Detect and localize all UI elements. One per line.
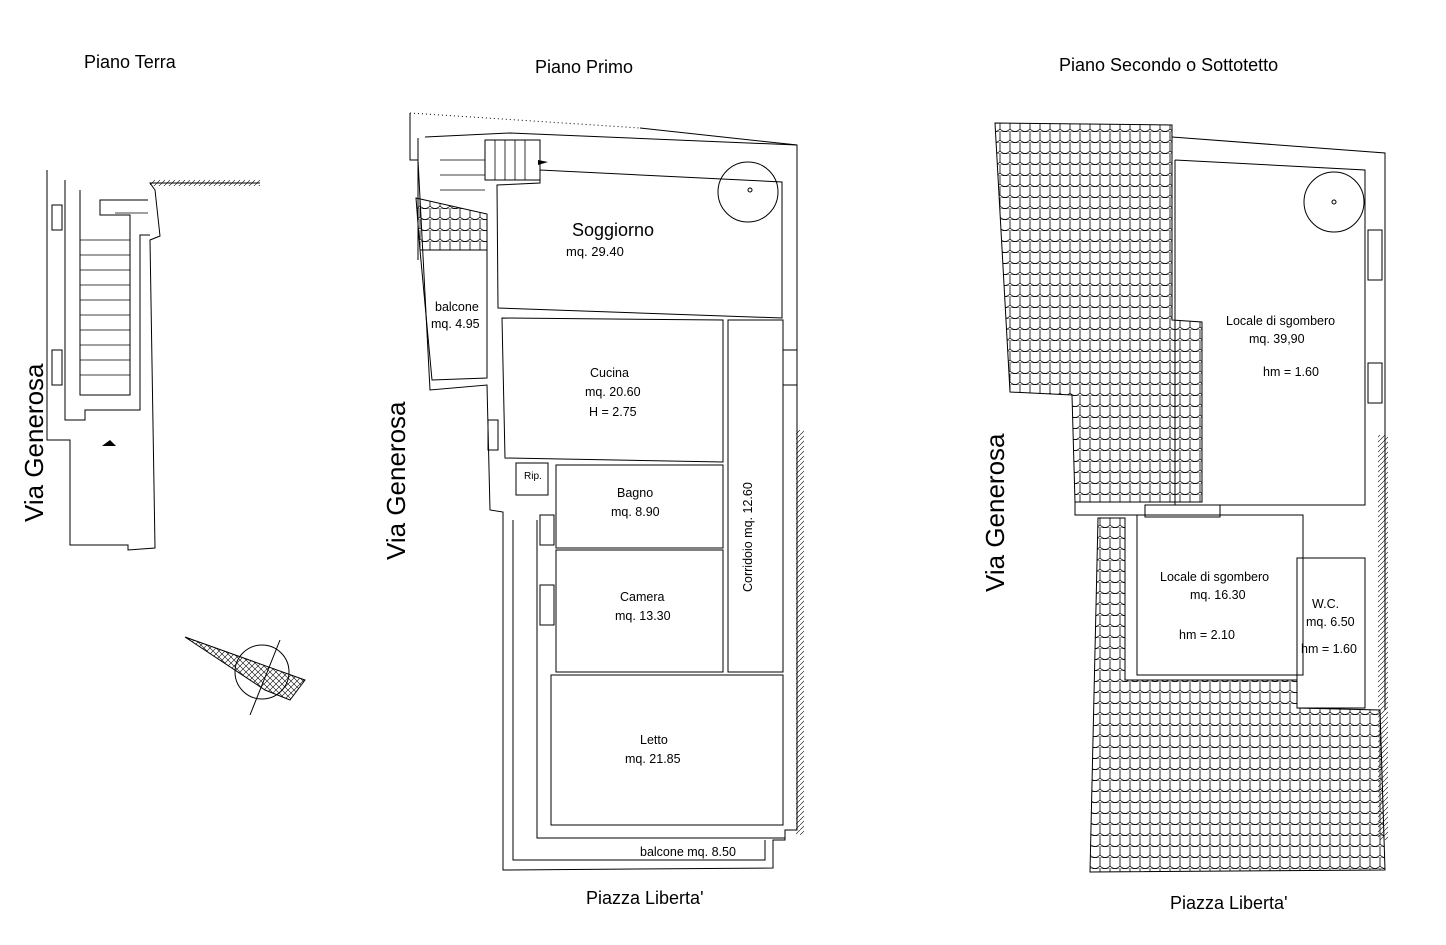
rip-name: Rip. xyxy=(524,471,542,482)
room-camera xyxy=(555,549,724,673)
locale-small-name: Locale di sgombero xyxy=(1160,570,1269,584)
locale-big-name: Locale di sgombero xyxy=(1226,314,1335,328)
letto-name: Letto xyxy=(640,733,668,747)
room-letto xyxy=(550,674,784,826)
wc-name: W.C. xyxy=(1312,597,1339,611)
locale-small-height: hm = 2.10 xyxy=(1179,628,1235,642)
locale-big-area: mq. 39,90 xyxy=(1249,332,1305,346)
room-balcone-bottom xyxy=(536,520,785,839)
corridoio-label: Corridoio mq. 12.60 xyxy=(741,482,755,592)
title-piano-secondo: Piano Secondo o Sottotetto xyxy=(1059,55,1278,75)
balcone-top-area: mq. 4.95 xyxy=(431,317,480,331)
balcone-top-name: balcone xyxy=(435,300,479,314)
camera-area: mq. 13.30 xyxy=(615,609,671,623)
locale-big-height: hm = 1.60 xyxy=(1263,365,1319,379)
room-wc xyxy=(1296,557,1366,709)
room-locale-big xyxy=(1174,159,1366,506)
north-arrow-icon xyxy=(184,636,306,716)
locale-small-area: mq. 16.30 xyxy=(1190,588,1246,602)
street-via-generosa-second: Via Generosa xyxy=(980,433,1010,592)
room-rip xyxy=(515,462,549,496)
spiral-stair-icon xyxy=(1303,171,1365,233)
bagno-name: Bagno xyxy=(617,486,653,500)
room-bagno xyxy=(555,464,724,549)
camera-name: Camera xyxy=(620,590,665,604)
room-balcone-top xyxy=(419,249,488,381)
bagno-area: mq. 8.90 xyxy=(611,505,660,519)
wc-height: hm = 1.60 xyxy=(1301,642,1357,656)
second-floor-plan xyxy=(994,122,1388,873)
ground-floor-plan xyxy=(46,170,306,716)
soggiorno-area: mq. 29.40 xyxy=(566,244,624,259)
entrance-arrow-icon xyxy=(102,440,116,446)
wc-area: mq. 6.50 xyxy=(1306,615,1355,629)
cucina-name: Cucina xyxy=(590,366,629,380)
room-locale-small xyxy=(1074,502,1304,676)
street-via-generosa-ground: Via Generosa xyxy=(19,363,49,522)
letto-area: mq. 21.85 xyxy=(625,752,681,766)
room-corridoio xyxy=(727,319,784,673)
room-soggiorno xyxy=(496,169,783,319)
street-via-generosa-first: Via Generosa xyxy=(381,401,411,560)
cucina-area: mq. 20.60 xyxy=(585,385,641,399)
first-floor-plan xyxy=(409,112,804,871)
street-piazza-liberta-first: Piazza Liberta' xyxy=(586,888,704,908)
cucina-height: H = 2.75 xyxy=(589,405,637,419)
title-piano-primo: Piano Primo xyxy=(535,57,633,77)
spiral-stair-icon xyxy=(717,161,779,223)
title-piano-terra: Piano Terra xyxy=(84,52,177,72)
roof-tiles-top xyxy=(994,122,1203,503)
room-cucina xyxy=(501,317,724,463)
soggiorno-name: Soggiorno xyxy=(572,220,654,240)
street-piazza-liberta-second: Piazza Liberta' xyxy=(1170,893,1288,913)
balcone-bottom-label: balcone mq. 8.50 xyxy=(640,845,736,859)
